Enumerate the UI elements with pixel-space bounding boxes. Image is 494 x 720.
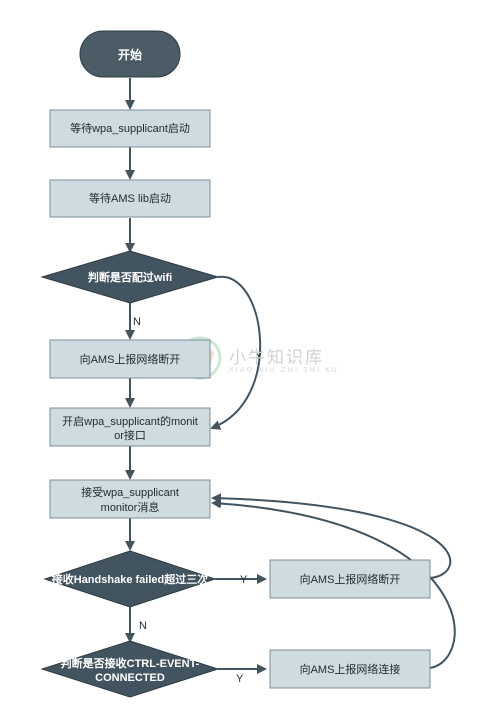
connector-report3-loop	[211, 498, 456, 669]
process-wait-supplicant: 等待wpa_supplicant启动	[49, 109, 211, 148]
process-report-disconnect-2: 向AMS上报网络断开	[269, 559, 431, 599]
connectors	[125, 78, 456, 674]
connector-decision1-yes	[210, 275, 262, 430]
start-node: 开始	[79, 30, 181, 78]
branch-label-yes-2: Y	[240, 574, 248, 586]
branch-label-yes-1: Y	[255, 350, 263, 362]
process-wait-ams: 等待AMS lib启动	[49, 179, 211, 218]
process-receive-msg-line2: monitor消息	[101, 500, 160, 514]
decision-wifi-configured-label: 判断是否配过wifi	[88, 270, 172, 284]
process-report-disconnect-2-label: 向AMS上报网络断开	[300, 572, 401, 586]
process-report-disconnect-1-label: 向AMS上报网络断开	[80, 352, 181, 366]
decision-wifi-configured: 判断是否配过wifi	[40, 250, 220, 304]
process-wait-supplicant-label: 等待wpa_supplicant启动	[70, 121, 190, 135]
process-open-monitor: 开启wpa_supplicant的monit or接口	[49, 407, 211, 447]
connector-report2-loop	[211, 493, 452, 579]
process-receive-msg-line1: 接受wpa_supplicant	[81, 486, 179, 499]
process-open-monitor-line2: or接口	[114, 429, 146, 442]
process-receive-msg: 接受wpa_supplicant monitor消息	[49, 479, 211, 519]
decision-handshake-failed-label: 接收Handshake failed超过三次	[52, 572, 208, 586]
branch-label-no-1: N	[133, 316, 141, 328]
decision-connected-event-line2: CONNECTED	[95, 672, 165, 684]
watermark-title: 小牛知识库	[229, 348, 324, 368]
start-label: 开始	[118, 47, 142, 62]
decision-handshake-failed: 接收Handshake failed超过三次	[43, 550, 217, 608]
process-report-connected-label: 向AMS上报网络连接	[300, 662, 401, 676]
watermark-subtitle: XIAO NIU ZHI SHI KU	[229, 366, 339, 374]
branch-label-no-2: N	[139, 620, 147, 632]
process-wait-ams-label: 等待AMS lib启动	[89, 191, 171, 205]
process-report-connected: 向AMS上报网络连接	[269, 649, 431, 689]
decision-connected-event: 判断是否接收CTRL-EVENT- CONNECTED	[40, 640, 220, 698]
process-report-disconnect-1: 向AMS上报网络断开	[49, 339, 211, 379]
process-open-monitor-line1: 开启wpa_supplicant的monit	[62, 414, 198, 428]
decision-connected-event-line1: 判断是否接收CTRL-EVENT-	[61, 656, 200, 670]
branch-label-yes-3: Y	[236, 673, 244, 685]
